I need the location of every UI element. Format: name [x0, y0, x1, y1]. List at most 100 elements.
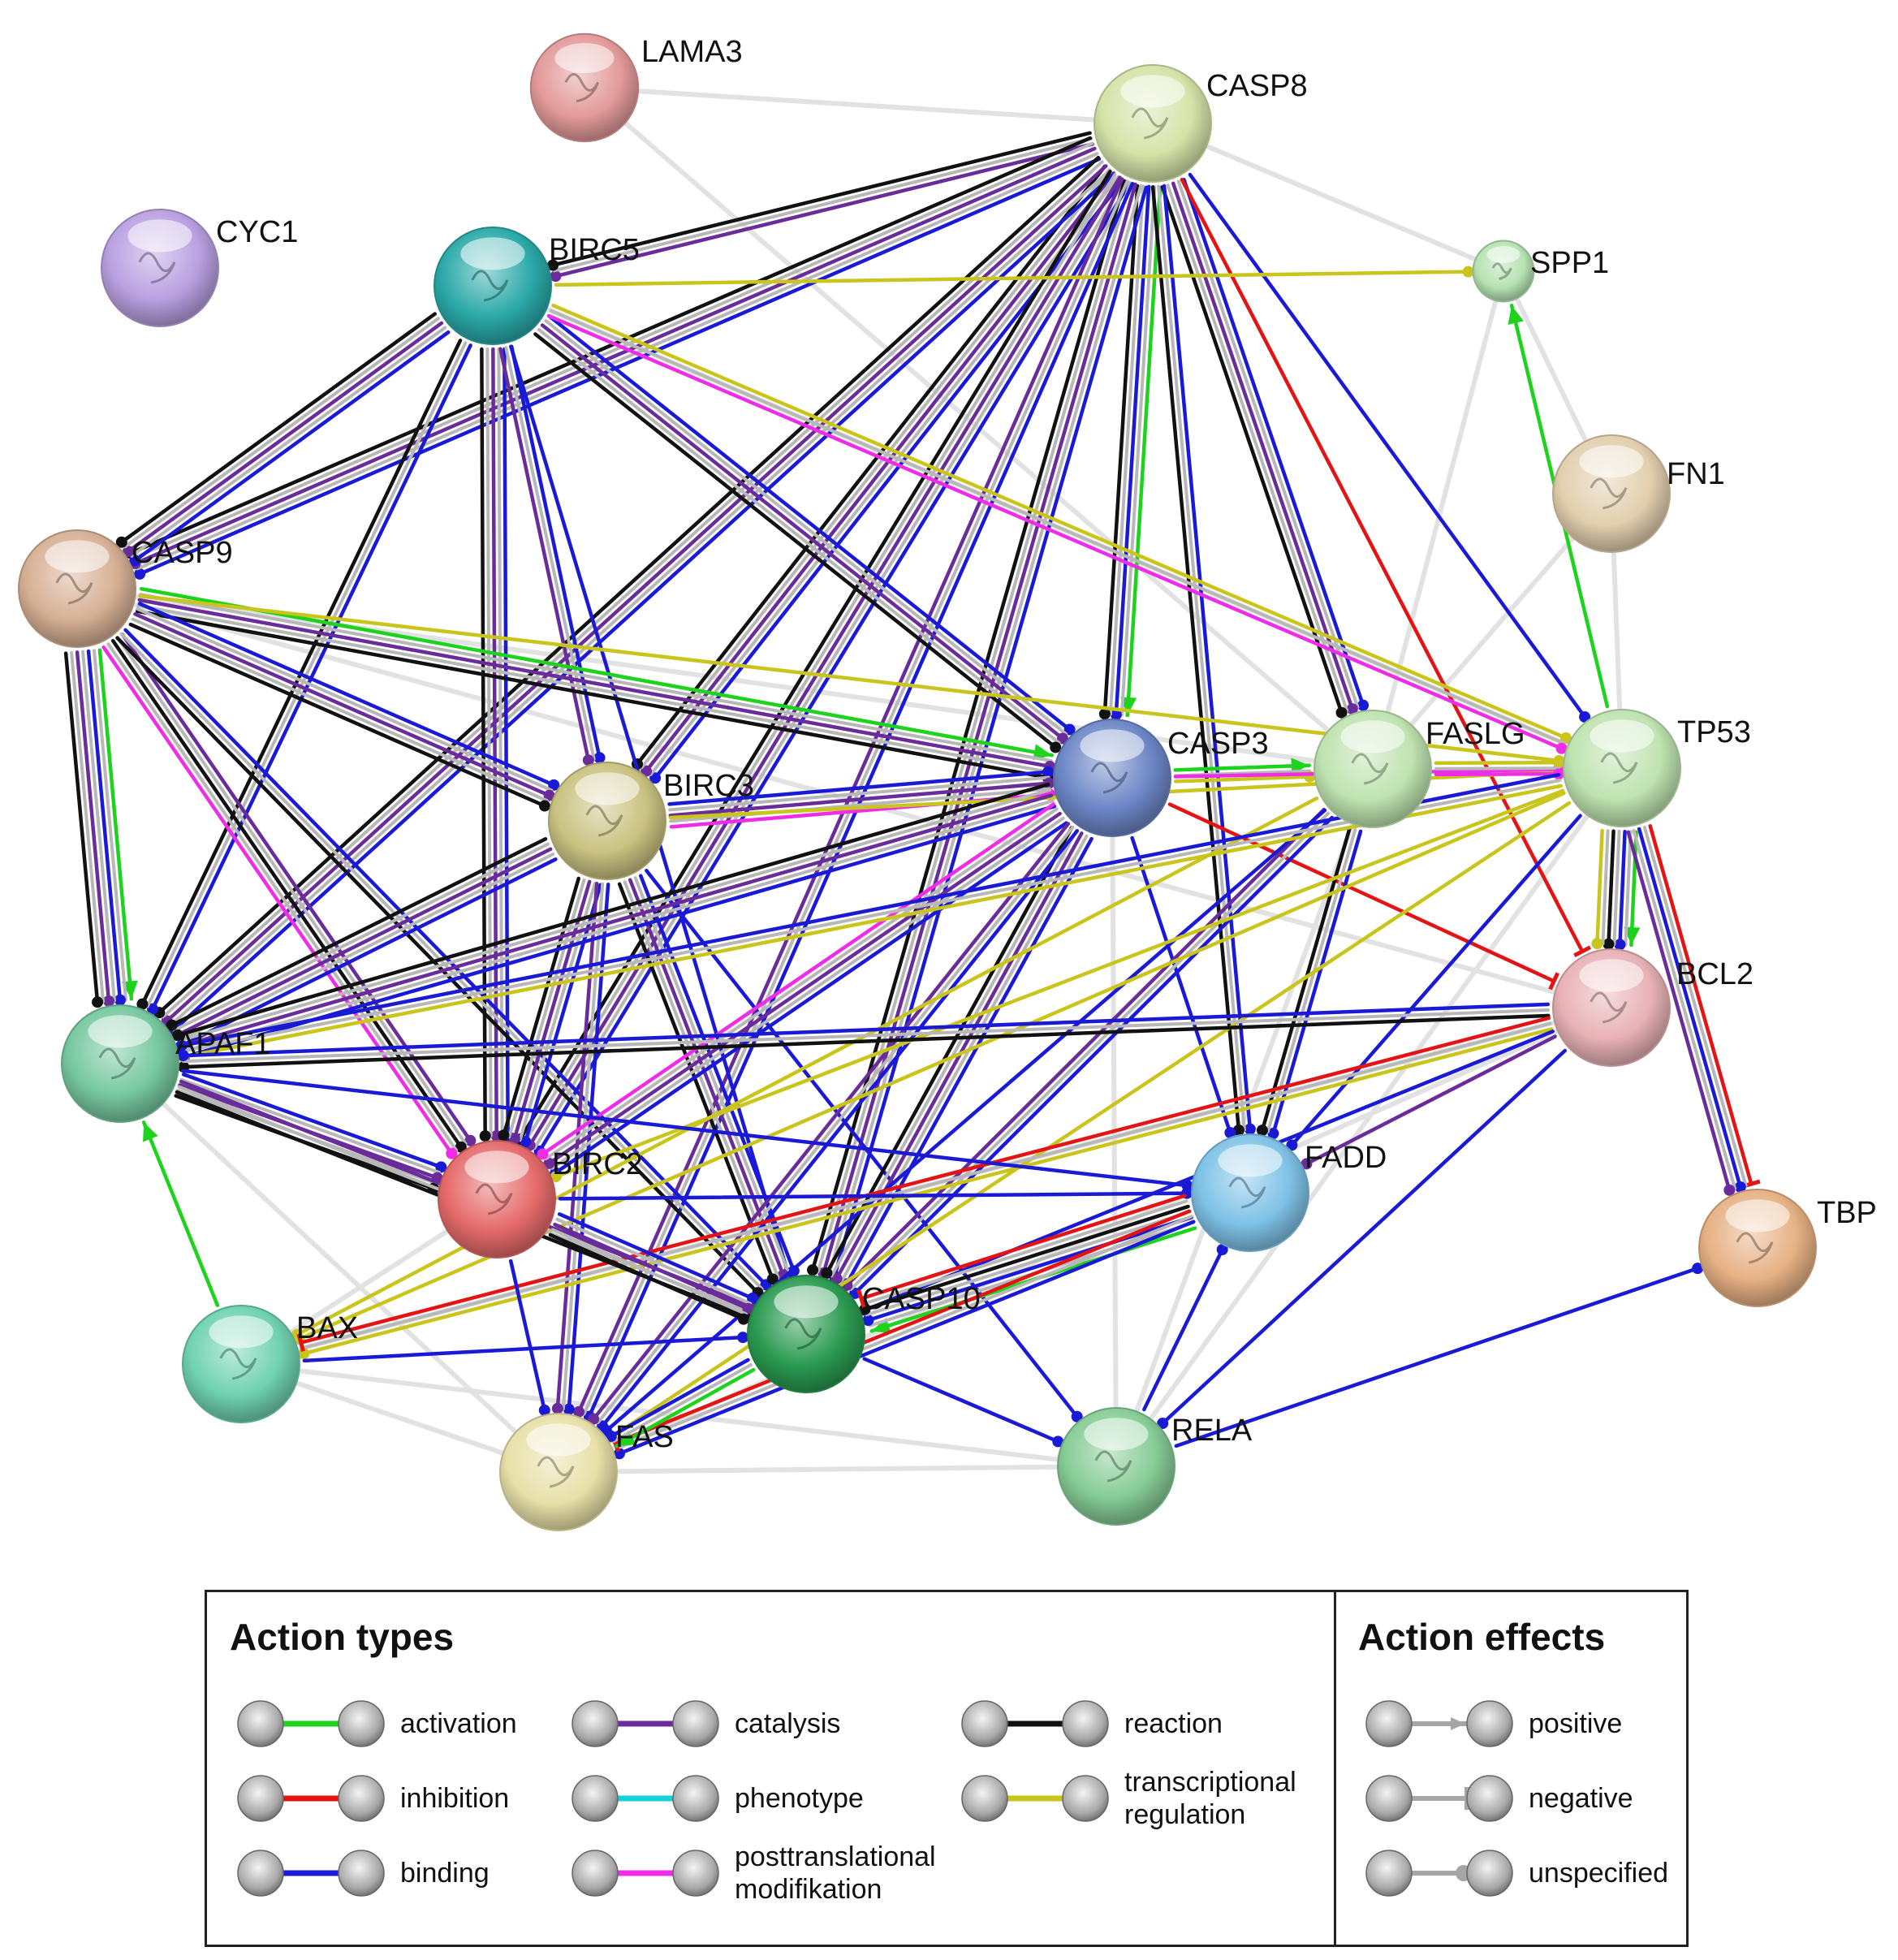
node-birc2[interactable]: BIRC2 [438, 1140, 643, 1258]
edge-strand-catalysis [644, 171, 1116, 773]
node-bcl2[interactable]: BCL2 [1552, 948, 1753, 1067]
node-tbp[interactable]: TBP [1698, 1189, 1877, 1307]
edge-birc3-rela [645, 868, 1083, 1423]
edge-end-dot [543, 789, 555, 801]
edge-strand-reaction [862, 1204, 1190, 1311]
legend-label-phenotype: phenotype [735, 1783, 864, 1814]
edge-casp3-birc2 [537, 802, 1068, 1179]
edge-strand-reaction [1150, 185, 1241, 1133]
faint-edge-apaf1-fas [118, 1061, 561, 1474]
node-birc5[interactable]: BIRC5 [434, 227, 640, 345]
edge-strand-binding [179, 772, 1561, 1048]
edge-end-dot [593, 752, 606, 764]
node-spp1[interactable]: SPP1 [1472, 240, 1610, 303]
edge-bcl2-apaf1 [177, 1002, 1551, 1073]
edge-strand-binding [638, 874, 796, 1273]
edge-bcl2-rela [1157, 1048, 1568, 1429]
legend-label-binding: binding [400, 1858, 490, 1889]
edge-strand-neutral [865, 1210, 1192, 1317]
node-birc3[interactable]: BIRC3 [548, 762, 754, 880]
edge-strand-neutral [130, 326, 447, 558]
faint-edge-bax-rela [240, 1362, 1117, 1469]
edge-strand-neutral [544, 807, 1059, 1161]
legend-item-unspecified: unspecified [1358, 1849, 1683, 1897]
node-label-rela: RELA [1171, 1414, 1253, 1448]
edge-strand-neutral [131, 617, 549, 803]
node-casp10[interactable]: CASP10 [747, 1275, 981, 1393]
edge-end-dot [1286, 1139, 1298, 1151]
node-apaf1[interactable]: APAF1 [61, 1004, 271, 1123]
node-fadd[interactable]: FADD [1191, 1133, 1387, 1252]
legend-label-posttranslational: posttranslational modifikation [735, 1841, 936, 1905]
node-label-spp1: SPP1 [1530, 246, 1609, 280]
node-gloss [45, 540, 110, 573]
node-cyc1[interactable]: CYC1 [101, 209, 298, 327]
node-gloss [554, 43, 615, 74]
legend-item-catalysis: catalysis [564, 1699, 921, 1748]
node-faslg[interactable]: FASLG [1314, 710, 1525, 828]
edge-layer [63, 131, 1761, 1460]
edge-strand-neutral [177, 853, 555, 1043]
edge-end-dot [563, 1403, 575, 1415]
edge-tp53-tbp [1626, 824, 1761, 1196]
edge-strand-reaction [135, 609, 1050, 779]
node-gloss [1579, 959, 1644, 992]
edge-casp8-birc5 [547, 131, 1095, 283]
edge-rela-tbp [1174, 1263, 1704, 1448]
edge-birc2-casp10 [548, 1212, 759, 1325]
legend-swatch-inhibition [237, 1775, 385, 1822]
edge-strand-neutral [596, 825, 1075, 1425]
edge-end-dot [1734, 1181, 1746, 1193]
edge-casp8-bcl2 [1180, 177, 1591, 958]
edge-strand-neutral [123, 317, 440, 549]
edge-strand-neutral [1642, 826, 1748, 1188]
edge-tp53-apaf1 [175, 772, 1564, 1063]
edge-strand-neutral [550, 816, 1065, 1170]
edge-strand-neutral [1624, 830, 1633, 947]
edge-end-dot [1591, 938, 1603, 950]
edge-strand-binding [609, 1358, 750, 1439]
node-lama3[interactable]: LAMA3 [529, 32, 743, 143]
node-gloss [1725, 1199, 1790, 1233]
node-casp9[interactable]: CASP9 [18, 529, 233, 648]
node-gloss [1084, 1418, 1149, 1451]
edge-arrowhead [1624, 926, 1641, 946]
node-fas[interactable]: FAS [499, 1413, 674, 1531]
faint-edge-casp3-rela [1110, 777, 1119, 1467]
edge-strand-neutral [550, 1228, 748, 1316]
node-casp8[interactable]: CASP8 [1094, 64, 1308, 183]
edge-strand-neutral [640, 168, 1111, 770]
node-tp53[interactable]: TP53 [1563, 709, 1751, 827]
legend-swatch-reaction [961, 1700, 1109, 1747]
legend-label-unspecified: unspecified [1529, 1858, 1669, 1889]
edge-strand-neutral [555, 1217, 753, 1306]
edge-strand-catalysis [179, 793, 1054, 1048]
edge-strand-neutral [70, 650, 106, 1004]
edge-inhibition-bar [856, 1289, 866, 1308]
node-label-fas: FAS [615, 1420, 674, 1454]
edge-strand-neutral [552, 136, 1094, 273]
edge-end-dot [1098, 708, 1111, 720]
edge-strand-neutral [178, 788, 1052, 1043]
node-casp3[interactable]: CASP3 [1053, 719, 1269, 837]
edge-strand-neutral [1266, 827, 1357, 1134]
faint-edge-spp1-faslg [1370, 270, 1506, 770]
edge-strand-transcriptional [138, 594, 1561, 763]
node-bax[interactable]: BAX [182, 1305, 358, 1423]
edge-strand-binding [832, 185, 1149, 1279]
edge-strand-binding [558, 1191, 1189, 1201]
edge-strand-reaction [548, 1233, 746, 1321]
protein-structure-icon [1090, 762, 1128, 794]
edge-strand-binding [137, 157, 1102, 576]
legend-label-activation: activation [400, 1708, 517, 1739]
node-rela[interactable]: RELA [1057, 1407, 1253, 1526]
legend-action-effects-title: Action effects [1358, 1616, 1606, 1658]
protein-structure-icon [1590, 991, 1628, 1024]
node-fn1[interactable]: FN1 [1552, 434, 1725, 553]
edge-bcl2-fadd [1301, 1034, 1557, 1170]
edge-faslg-tp53 [1434, 757, 1565, 780]
edge-arrowhead [143, 1122, 158, 1142]
edge-strand-binding [509, 344, 602, 760]
